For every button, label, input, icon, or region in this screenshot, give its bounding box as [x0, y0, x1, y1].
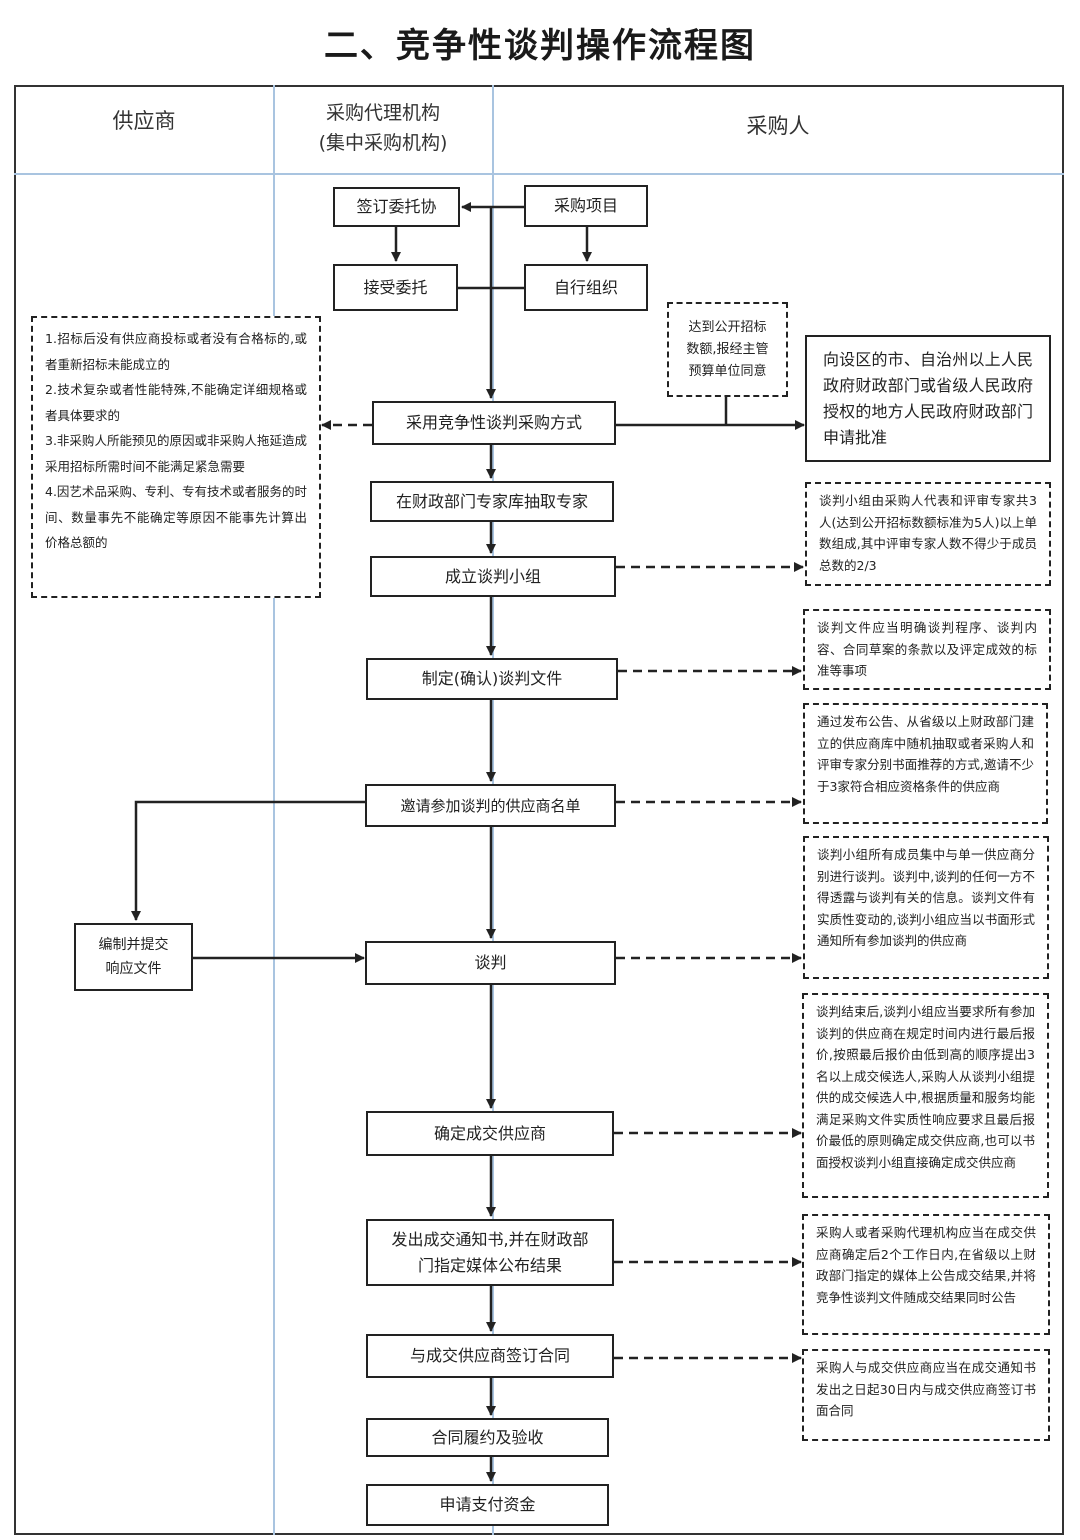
lane-header-divider	[14, 173, 1064, 175]
box-purchase-project: 采购项目	[524, 185, 648, 227]
arrow-invite-to-supplier	[131, 800, 365, 921]
threshold-line2: 数额,报经主管	[686, 341, 769, 357]
box-notice: 发出成交通知书,并在财政部 门指定媒体公布结果	[366, 1219, 614, 1286]
lane-header-agency-line1: 采购代理机构	[325, 102, 440, 124]
condition-item: 3.非采购人所能预见的原因或非采购人拖延造成采用招标所需时间不能满足紧急需要	[45, 433, 307, 474]
note-notice: 采购人或者采购代理机构应当在成交供应商确定后2个工作日内,在省级以上财政部门指定…	[802, 1214, 1050, 1335]
prepare-response-line2: 响应文件	[105, 961, 162, 977]
box-invite-suppliers: 邀请参加谈判的供应商名单	[365, 784, 616, 827]
condition-item: 1.招标后没有供应商投标或者没有合格标的,或者重新招标未能成立的	[45, 331, 307, 372]
box-threshold-condition: 达到公开招标 数额,报经主管 预算单位同意	[667, 302, 788, 397]
box-make-documents: 制定(确认)谈判文件	[366, 658, 618, 700]
box-prepare-response: 编制并提交 响应文件	[74, 923, 193, 991]
lane-header-agency-line2: (集中采购机构)	[318, 132, 448, 154]
box-draw-experts: 在财政部门专家库抽取专家	[370, 481, 614, 522]
box-sign-entrust: 签订委托协	[333, 187, 460, 227]
threshold-line1: 达到公开招标	[688, 319, 767, 335]
threshold-line3: 预算单位同意	[688, 363, 767, 379]
box-negotiate: 谈判	[365, 941, 616, 985]
box-determine-supplier: 确定成交供应商	[366, 1111, 614, 1156]
condition-item: 4.因艺术品采购、专利、专有技术或者服务的时间、数量事先不能确定等原因不能事先计…	[45, 484, 307, 550]
lane-header-agency: 采购代理机构 (集中采购机构)	[275, 98, 491, 158]
note-contract: 采购人与成交供应商应当在成交通知书发出之日起30日内与成交供应商签订书面合同	[802, 1349, 1050, 1441]
lane-divider	[273, 85, 275, 1535]
box-fulfill: 合同履约及验收	[366, 1418, 609, 1457]
lane-header-purchaser: 采购人	[746, 114, 810, 138]
lane-header-supplier: 供应商	[112, 109, 176, 133]
note-negotiate: 谈判小组所有成员集中与单一供应商分别进行谈判。谈判中,谈判的任何一方不得透露与谈…	[803, 836, 1049, 979]
condition-item: 2.技术复杂或者性能特殊,不能确定详细规格或者具体要求的	[45, 382, 307, 423]
box-apply-payment: 申请支付资金	[366, 1484, 609, 1526]
note-conditions: 1.招标后没有供应商投标或者没有合格标的,或者重新招标未能成立的 2.技术复杂或…	[31, 316, 321, 598]
box-sign-contract: 与成交供应商签订合同	[366, 1334, 614, 1378]
box-adopt-method: 采用竞争性谈判采购方式	[372, 401, 616, 445]
note-invite: 通过发布公告、从省级以上财政部门建立的供应商库中随机抽取或者采购人和评审专家分别…	[803, 703, 1048, 824]
box-approval: 向设区的市、自治州以上人民政府财政部门或省级人民政府授权的地方人民政府财政部门申…	[805, 335, 1051, 462]
page-title: 二、竞争性谈判操作流程图	[324, 26, 756, 66]
note-group: 谈判小组由采购人代表和评审专家共3人(达到公开招标数额标准为5人)以上单数组成,…	[805, 482, 1051, 586]
box-self-organize: 自行组织	[524, 264, 648, 311]
notice-line1: 发出成交通知书,并在财政部	[391, 1229, 589, 1249]
note-documents: 谈判文件应当明确谈判程序、谈判内容、合同草案的条款以及评定成效的标准等事项	[803, 609, 1051, 690]
note-determine: 谈判结束后,谈判小组应当要求所有参加谈判的供应商在规定时间内进行最后报价,按照最…	[802, 993, 1049, 1198]
swimlane-frame	[14, 85, 1064, 1535]
box-accept-entrust: 接受委托	[333, 264, 458, 311]
notice-line2: 门指定媒体公布结果	[417, 1255, 562, 1275]
box-form-group: 成立谈判小组	[370, 556, 616, 597]
prepare-response-line1: 编制并提交	[98, 937, 169, 953]
